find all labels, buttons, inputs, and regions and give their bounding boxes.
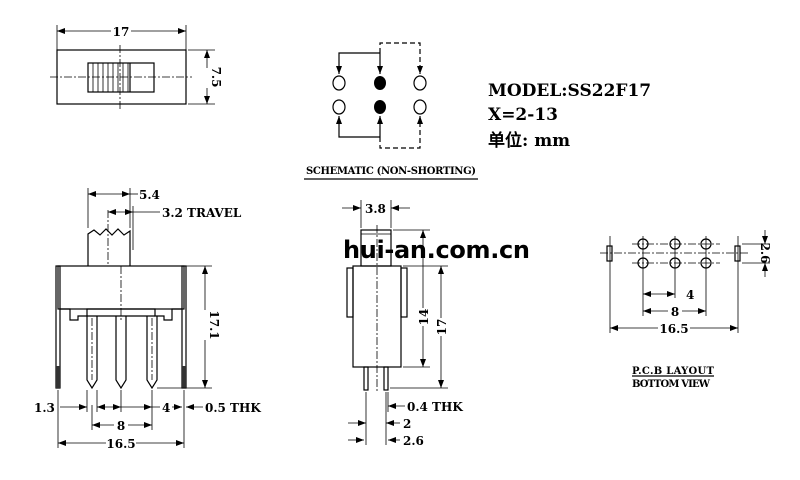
pin-pitch-dim: 4 [162, 401, 170, 415]
watermark: hui-an.com.cn [343, 236, 530, 264]
schematic-title: SCHEMATIC (NON-SHORTING) [306, 166, 476, 177]
total-width-dim: 16.5 [106, 437, 135, 451]
contact-open [332, 75, 346, 91]
thickness-dim: 0.5 THK [205, 401, 261, 415]
contact-common [374, 100, 386, 114]
actuator-width-dim: 3.8 [365, 202, 386, 216]
travel-dim: 3.2 TRAVEL [162, 206, 242, 220]
x-range-label: X=2-13 [488, 105, 558, 125]
body-height-dim: 14 [417, 309, 431, 326]
pin-span-dim: 8 [117, 419, 125, 433]
pcb-subtitle: BOTTOM VIEW [632, 379, 711, 390]
actuator-dim: 5.4 [139, 188, 160, 202]
height-dim: 17.1 [207, 310, 221, 339]
total-height-dim: 17 [435, 319, 449, 336]
unit-label: 单位: mm [488, 130, 570, 151]
top-view: 17 7.5 [50, 24, 223, 110]
pcb-holes [637, 236, 712, 316]
front-view: 5.4 3.2 TRAVEL 17.1 1.3 4 0.5 THK 8 16.5 [34, 188, 261, 451]
pin-outer-dim: 2.6 [403, 434, 424, 448]
top-width-dim: 17 [113, 25, 130, 39]
top-height-dim: 7.5 [209, 67, 223, 88]
pin-width-dim: 1.3 [34, 401, 55, 415]
contact-open [413, 99, 427, 115]
row-spacing-dim: 2.6 [758, 243, 772, 264]
pcb-total-dim: 16.5 [659, 322, 688, 336]
pcb-title: P.C.B LAYOUT [632, 366, 715, 377]
pcb-layout: 2.6 4 8 16.5 P.C.B LAYOUT BOTTOM VIEW [600, 230, 772, 390]
schematic: SCHEMATIC (NON-SHORTING) [304, 42, 478, 180]
contact-open [332, 99, 346, 115]
side-view: 3.8 14 17 0.4 THK 2 2.6 [342, 200, 463, 448]
pcb-span-dim: 8 [671, 305, 679, 319]
contact-common [374, 76, 386, 90]
contact-open [413, 75, 427, 91]
model-info: MODEL:SS22F17 X=2-13 单位: mm [488, 81, 651, 151]
side-thickness-dim: 0.4 THK [407, 400, 463, 414]
pin-spacing-dim: 2 [403, 417, 411, 431]
model-label: MODEL:SS22F17 [488, 81, 651, 101]
pcb-pitch-dim: 4 [686, 288, 694, 302]
